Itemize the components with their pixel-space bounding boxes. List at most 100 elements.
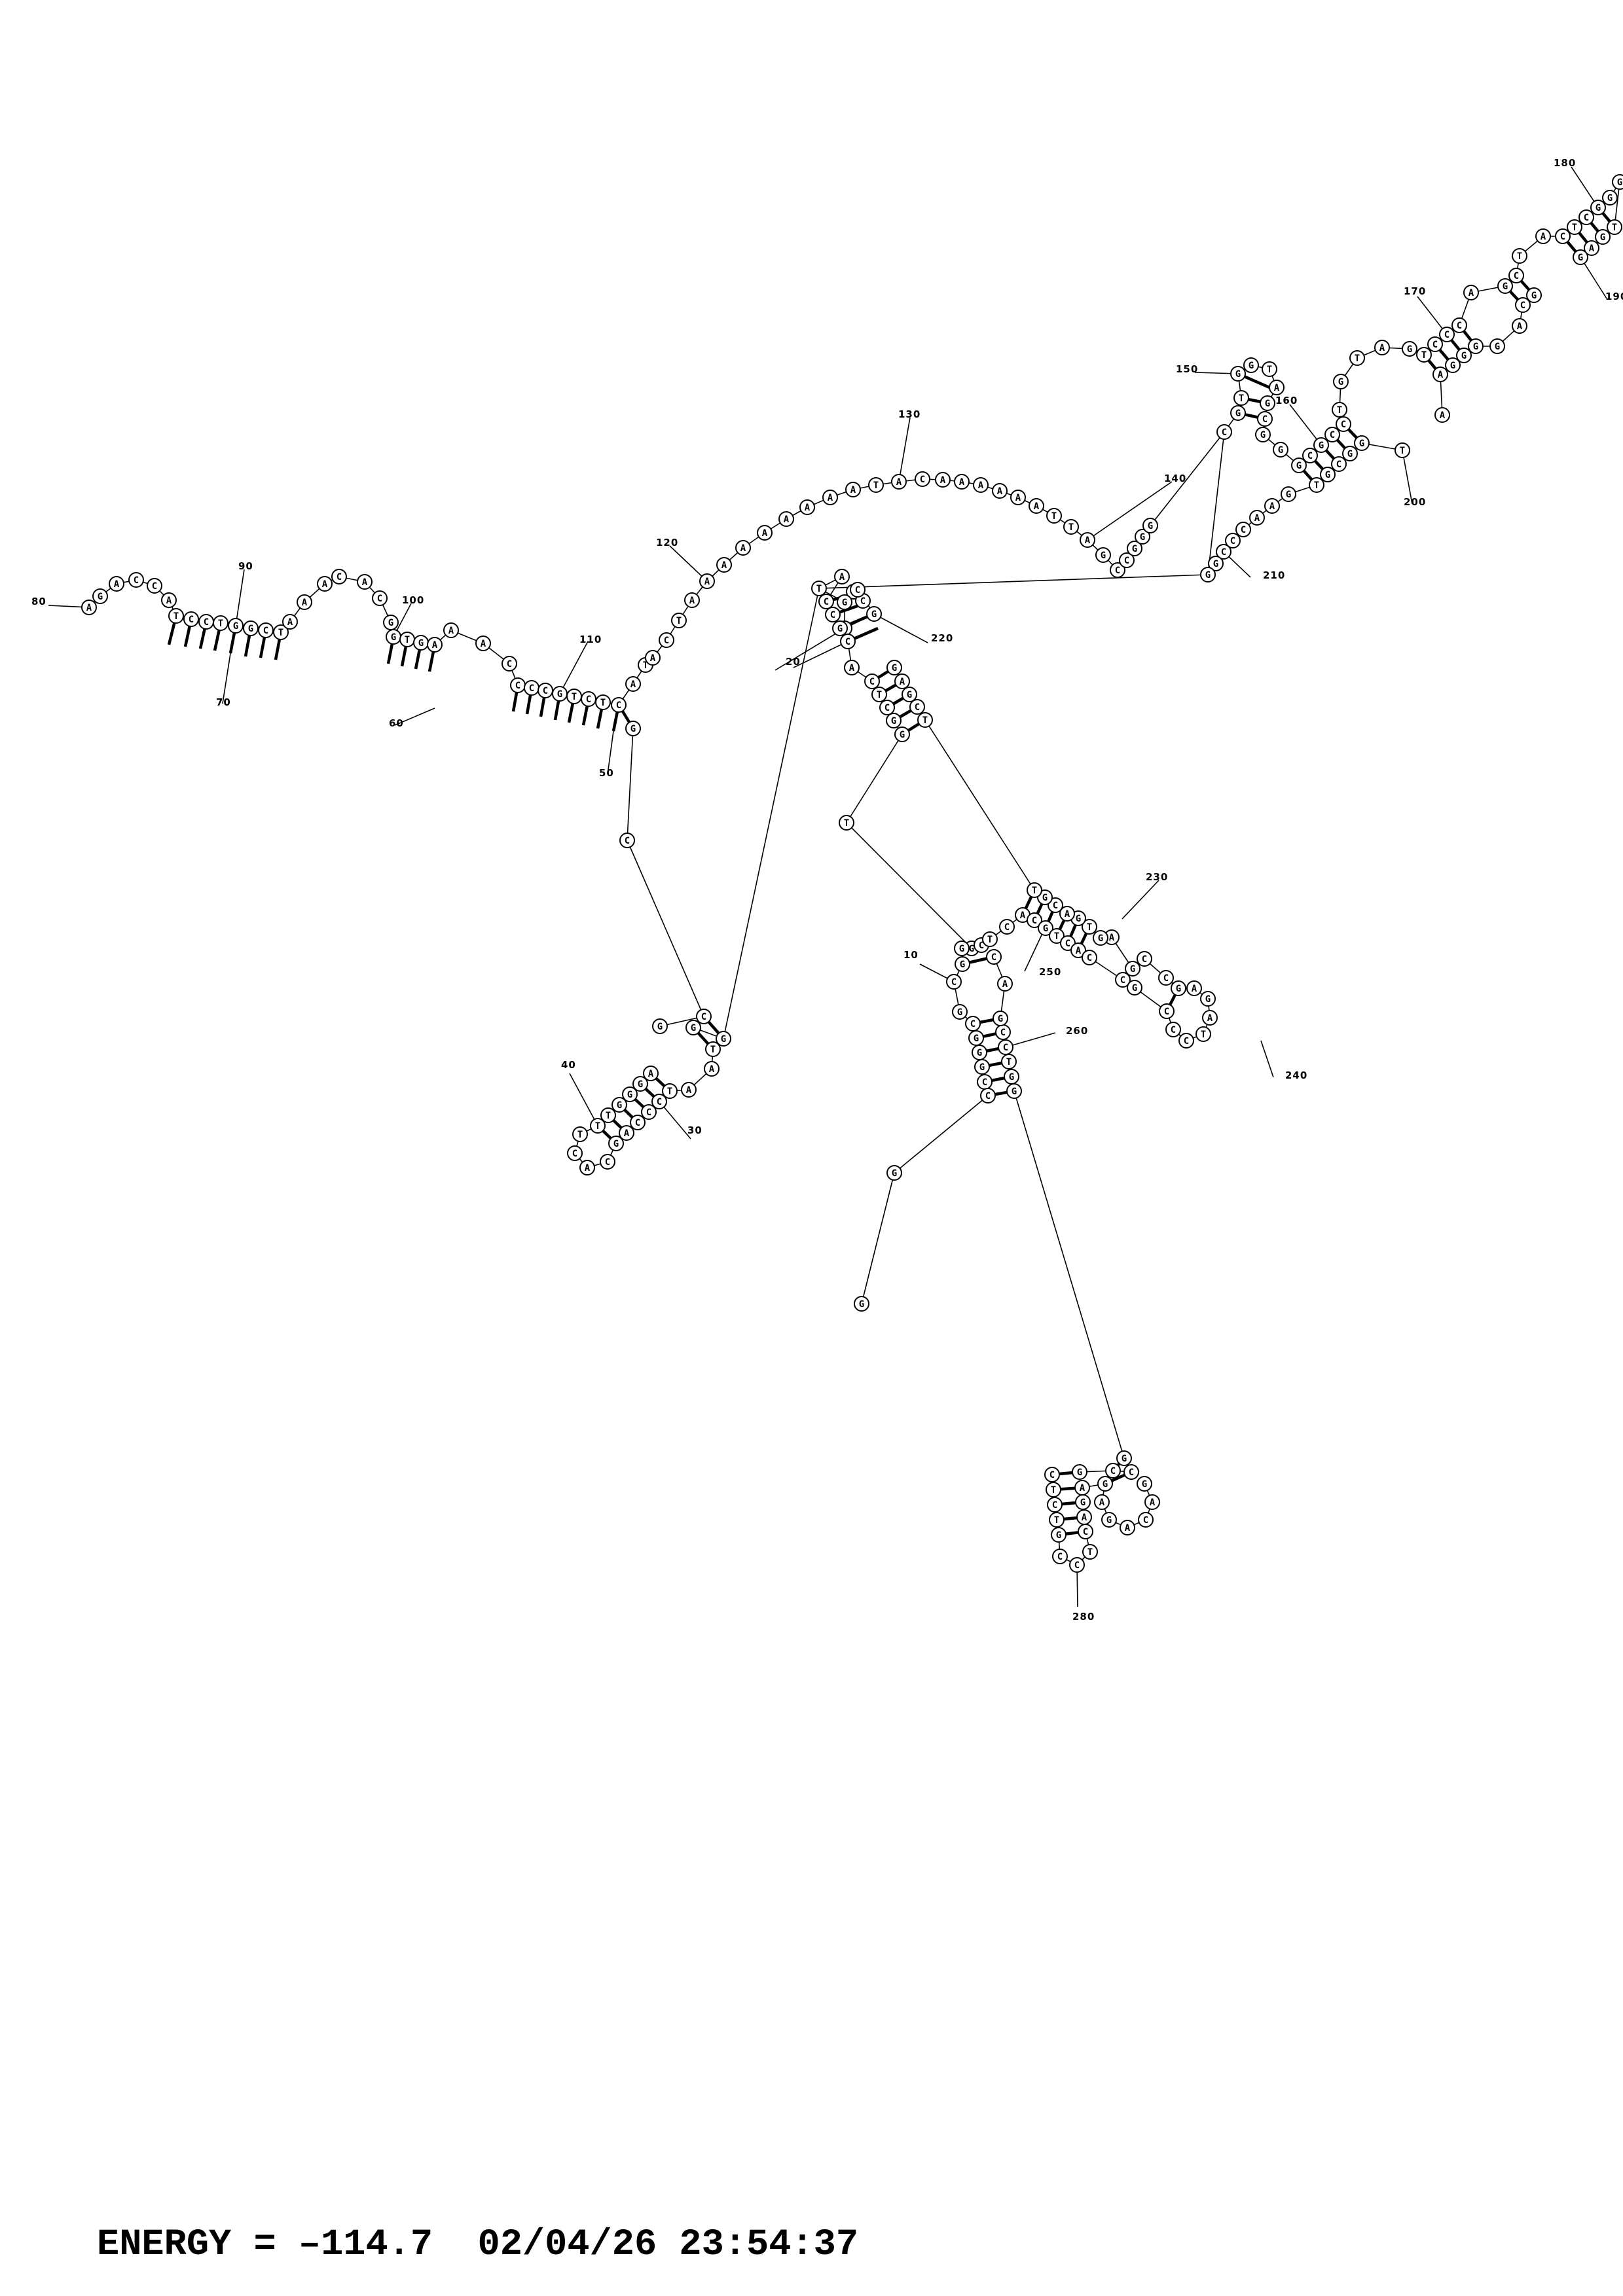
nucleotide: C bbox=[1257, 411, 1273, 427]
nucleotide-base: T bbox=[710, 1045, 716, 1055]
nucleotide-base: T bbox=[1087, 922, 1092, 933]
nucleotide-base: G bbox=[1148, 521, 1153, 531]
nucleotide-circle bbox=[228, 618, 244, 634]
nucleotide: C bbox=[567, 1145, 583, 1161]
energy-label: ENERGY = bbox=[97, 2224, 299, 2266]
nucleotide-circle bbox=[600, 1107, 616, 1123]
nucleotide-base: G bbox=[1009, 1072, 1014, 1083]
nucleotide-base: G bbox=[892, 663, 897, 673]
nucleotide: T bbox=[871, 687, 887, 702]
nucleotide-base: G bbox=[98, 592, 103, 602]
backbone-link bbox=[723, 588, 820, 1039]
nucleotide-circle bbox=[1434, 407, 1450, 423]
nucleotide: C bbox=[1069, 1557, 1085, 1573]
nucleotide: C bbox=[1324, 427, 1340, 442]
nucleotide: G bbox=[1142, 518, 1158, 533]
nucleotide-base: G bbox=[1503, 281, 1508, 292]
nucleotide-base: C bbox=[830, 610, 835, 620]
nucleotide: C bbox=[524, 680, 539, 696]
position-tick bbox=[669, 545, 708, 582]
nucleotide-circle bbox=[917, 712, 933, 728]
nucleotide-base: A bbox=[1150, 1498, 1156, 1508]
nucleotide: A bbox=[973, 477, 989, 493]
nucleotide-base: C bbox=[1129, 1467, 1134, 1478]
nucleotide-circle bbox=[1125, 961, 1140, 977]
nucleotide: G bbox=[886, 660, 902, 675]
nucleotide: C bbox=[659, 632, 674, 648]
nucleotide: T bbox=[917, 712, 933, 728]
nucleotide: T bbox=[1195, 1026, 1211, 1042]
nucleotide: G bbox=[1230, 405, 1246, 421]
nucleotide-circle bbox=[705, 1041, 721, 1057]
nucleotide-circle bbox=[1047, 1497, 1063, 1513]
nucleotide-circle bbox=[1336, 416, 1351, 432]
nucleotide-base: A bbox=[762, 528, 768, 539]
nucleotide-base: C bbox=[824, 597, 829, 607]
nucleotide-base: G bbox=[1098, 933, 1103, 944]
nucleotide-circle bbox=[651, 1094, 667, 1109]
position-tick bbox=[222, 653, 231, 704]
nucleotide-circle bbox=[1120, 1520, 1135, 1535]
nucleotide-base: A bbox=[362, 577, 368, 588]
nucleotide-base: T bbox=[1421, 350, 1427, 361]
nucleotide-base: G bbox=[1249, 361, 1254, 371]
nucleotide: T bbox=[1046, 1482, 1061, 1498]
backbone-link bbox=[846, 734, 903, 823]
nucleotide-circle bbox=[1402, 341, 1417, 357]
nucleotide: G bbox=[652, 1018, 668, 1034]
nucleotide: T bbox=[1001, 1054, 1017, 1069]
nucleotide: G bbox=[1497, 278, 1513, 294]
backbone-link bbox=[894, 1095, 989, 1174]
nucleotide: G bbox=[1468, 338, 1484, 354]
nucleotide-circle bbox=[998, 1039, 1013, 1055]
nucleotide-circle bbox=[886, 660, 902, 675]
nucleotide: A bbox=[684, 592, 700, 608]
nucleotide: C bbox=[995, 1024, 1011, 1040]
nucleotide-base: C bbox=[1143, 1515, 1148, 1526]
nucleotide-circle bbox=[92, 588, 108, 604]
nucleotide: C bbox=[818, 594, 834, 609]
nucleotide-circle bbox=[625, 721, 641, 736]
nucleotide-base: A bbox=[1034, 501, 1040, 512]
nucleotide: A bbox=[935, 472, 951, 488]
position-label: 170 bbox=[1404, 285, 1426, 297]
nucleotide-base: T bbox=[667, 1086, 672, 1097]
nucleotide: G bbox=[972, 1045, 987, 1060]
nucleotide-circle bbox=[946, 974, 962, 990]
nucleotide-base: C bbox=[657, 1097, 662, 1107]
nucleotide-base: T bbox=[278, 628, 283, 638]
nucleotide: C bbox=[864, 673, 880, 689]
nucleotide-circle bbox=[1101, 1512, 1117, 1528]
nucleotide-base: G bbox=[1278, 445, 1283, 456]
nucleotide-base: T bbox=[877, 690, 882, 700]
nucleotide: A bbox=[891, 474, 907, 490]
nucleotide: T bbox=[1049, 928, 1065, 944]
nucleotide-base: G bbox=[1607, 193, 1613, 204]
nucleotide-circle bbox=[886, 713, 902, 728]
nucleotide: G bbox=[886, 713, 902, 728]
nucleotide: A bbox=[427, 637, 443, 653]
nucleotide-base: A bbox=[940, 475, 946, 486]
nucleotide: A bbox=[1070, 942, 1086, 958]
nucleotide: G bbox=[1595, 229, 1611, 245]
nucleotide-base: C bbox=[572, 1149, 577, 1159]
position-tick bbox=[607, 730, 614, 775]
nucleotide-circle bbox=[1512, 318, 1527, 334]
nucleotide-base: G bbox=[974, 1033, 979, 1044]
nucleotide-circle bbox=[993, 1011, 1008, 1026]
nucleotide-base: C bbox=[625, 836, 630, 846]
position-label: 140 bbox=[1164, 473, 1186, 484]
nucleotide-base: G bbox=[388, 618, 393, 628]
nucleotide: C bbox=[965, 1016, 981, 1031]
nucleotide-circle bbox=[1142, 518, 1158, 533]
nucleotide-base: C bbox=[860, 596, 866, 607]
position-label: 130 bbox=[898, 408, 921, 420]
nucleotide-circle bbox=[1200, 567, 1216, 583]
nucleotide: A bbox=[109, 576, 124, 592]
nucleotide: A bbox=[954, 474, 970, 490]
nucleotide-base: C bbox=[152, 581, 157, 592]
nucleotide: G bbox=[622, 1086, 638, 1102]
nucleotide-base: G bbox=[691, 1023, 696, 1033]
nucleotide-base: C bbox=[646, 1107, 651, 1118]
